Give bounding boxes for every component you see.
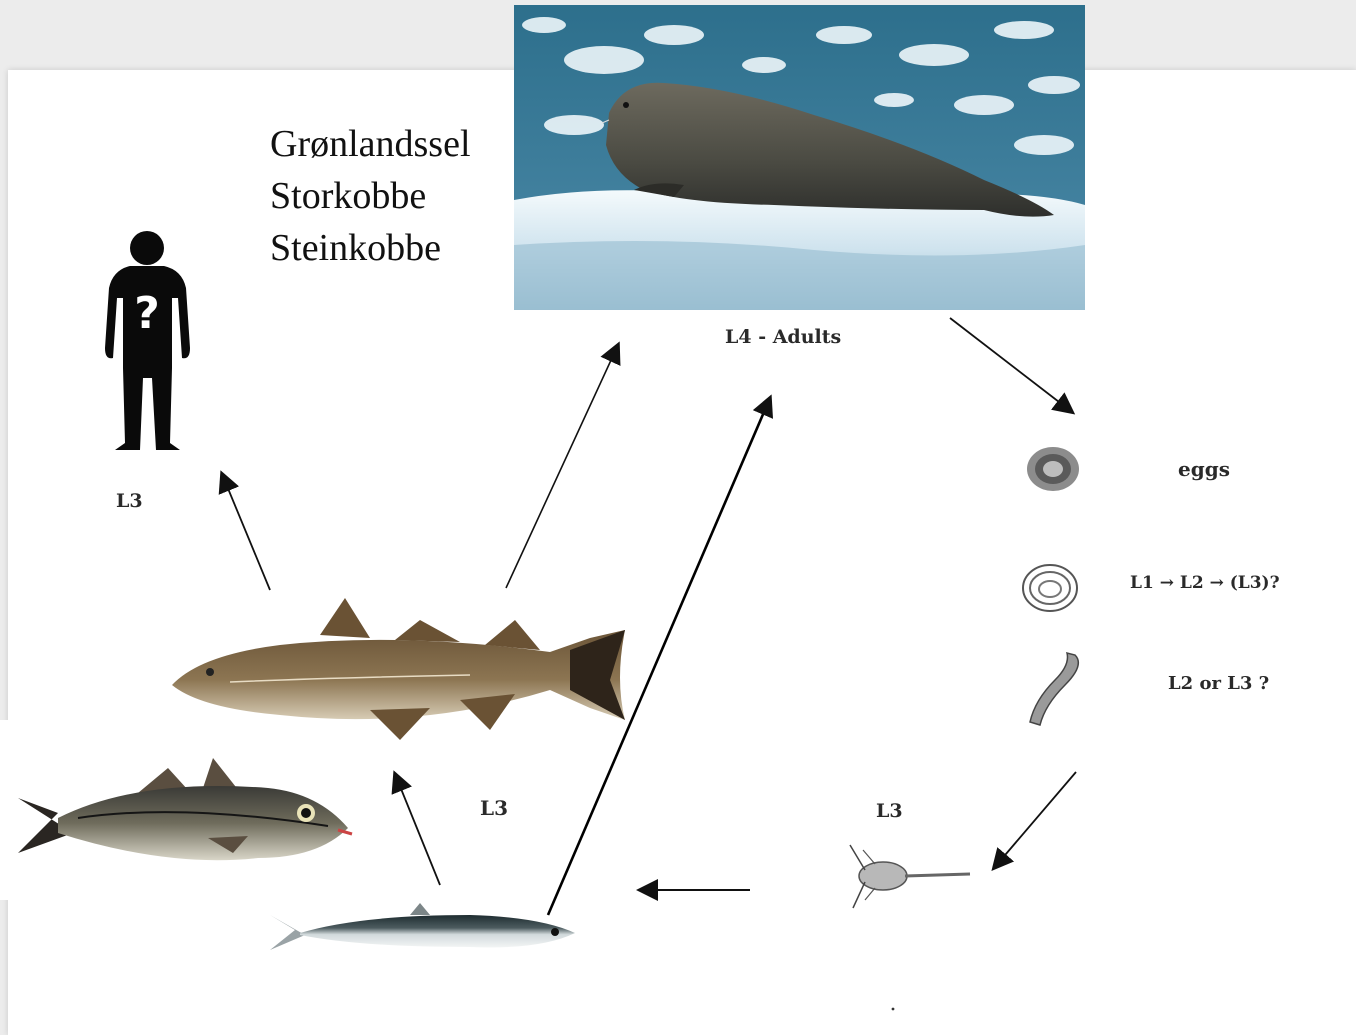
arrow-cod-to-seal bbox=[506, 345, 618, 588]
stray-dot bbox=[892, 1008, 895, 1011]
arrow-capelin-to-cod bbox=[395, 774, 440, 885]
arrow-larva-to-copepod bbox=[994, 772, 1076, 868]
arrow-seal-to-eggs bbox=[950, 318, 1072, 412]
arrow-cod-to-human bbox=[222, 474, 270, 590]
arrow-capelin-to-seal bbox=[548, 398, 770, 915]
